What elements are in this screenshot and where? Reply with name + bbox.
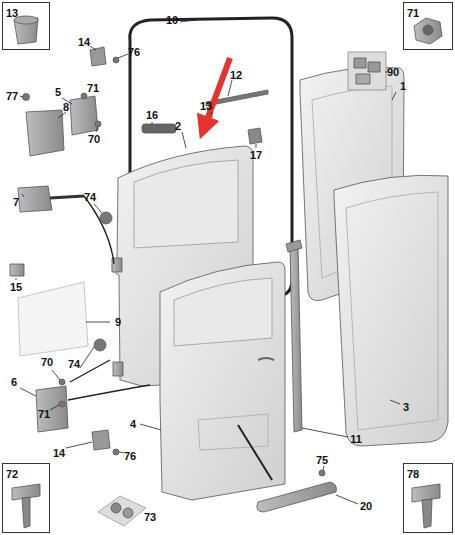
callout-number: 74 (67, 358, 81, 371)
part-box: 78 (403, 463, 453, 533)
callout-number: 9 (114, 316, 122, 329)
callout-number: 12 (229, 69, 243, 82)
callout-number: 6 (10, 376, 18, 389)
callout-number: 13 (199, 100, 213, 113)
callout-number: 78 (404, 466, 422, 482)
callout-number: 76 (127, 46, 141, 59)
callout-number: 15 (9, 281, 23, 294)
callout-number: 71 (86, 82, 100, 95)
callout-number: 90 (386, 66, 400, 79)
callout-number: 75 (315, 454, 329, 467)
callout-number: 14 (52, 447, 66, 460)
callout-number: 4 (129, 418, 137, 431)
callout-number: 73 (143, 511, 157, 524)
part-box: 72 (2, 463, 50, 533)
callout-number: 1 (399, 80, 407, 93)
part-box: 71 (403, 2, 453, 50)
callout-number: 2 (174, 120, 182, 133)
callout-number: 13 (3, 5, 21, 21)
callout-number: 3 (402, 401, 410, 414)
callout-number: 70 (87, 133, 101, 146)
callout-number: 14 (77, 36, 91, 49)
callout-number: 17 (249, 149, 263, 162)
callout-number: 20 (359, 500, 373, 513)
callout-number: 74 (83, 191, 97, 204)
callout-number: 8 (62, 101, 70, 114)
callout-number: 7 (12, 196, 20, 209)
callout-number: 10 (165, 14, 179, 27)
callout-number: 70 (40, 356, 54, 369)
callout-number: 76 (123, 450, 137, 463)
callout-number: 5 (54, 86, 62, 99)
callout-number: 71 (404, 5, 422, 21)
callout-number: 72 (3, 466, 21, 482)
callout-number: 11 (349, 433, 363, 446)
part-box: 13 (2, 2, 50, 50)
callout-number: 71 (37, 408, 51, 421)
callout-number: 77 (5, 90, 19, 103)
callout-number: 16 (145, 109, 159, 122)
